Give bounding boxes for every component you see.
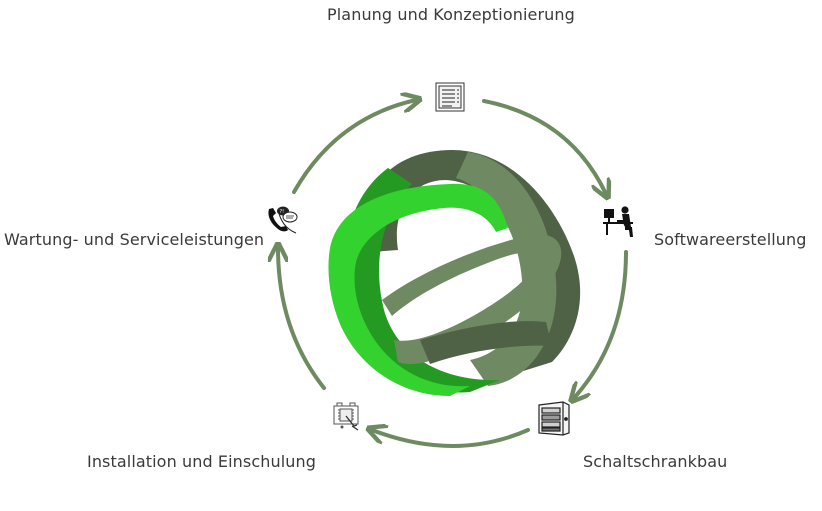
arrow-installation-to-wartung <box>278 248 324 388</box>
control-cabinet-icon <box>539 402 569 435</box>
phone-chat-icon: ?! <box>268 207 297 234</box>
ribbon-knot-logo <box>328 150 580 396</box>
step-label-planung: Planung und Konzeptionierung <box>327 5 575 24</box>
step-label-wartung: Wartung- und Serviceleistungen <box>4 230 264 249</box>
arrow-schaltschrank-to-installation <box>372 430 528 446</box>
arrow-software-to-schaltschrank <box>574 252 626 398</box>
installation-device-icon <box>334 403 358 430</box>
step-label-schaltschrank: Schaltschrankbau <box>583 452 727 471</box>
svg-text:?!: ?! <box>280 209 285 215</box>
step-label-installation: Installation und Einschulung <box>87 452 316 471</box>
person-at-computer-icon <box>603 206 633 237</box>
document-list-icon <box>436 83 464 111</box>
step-label-software: Softwareerstellung <box>654 230 807 249</box>
